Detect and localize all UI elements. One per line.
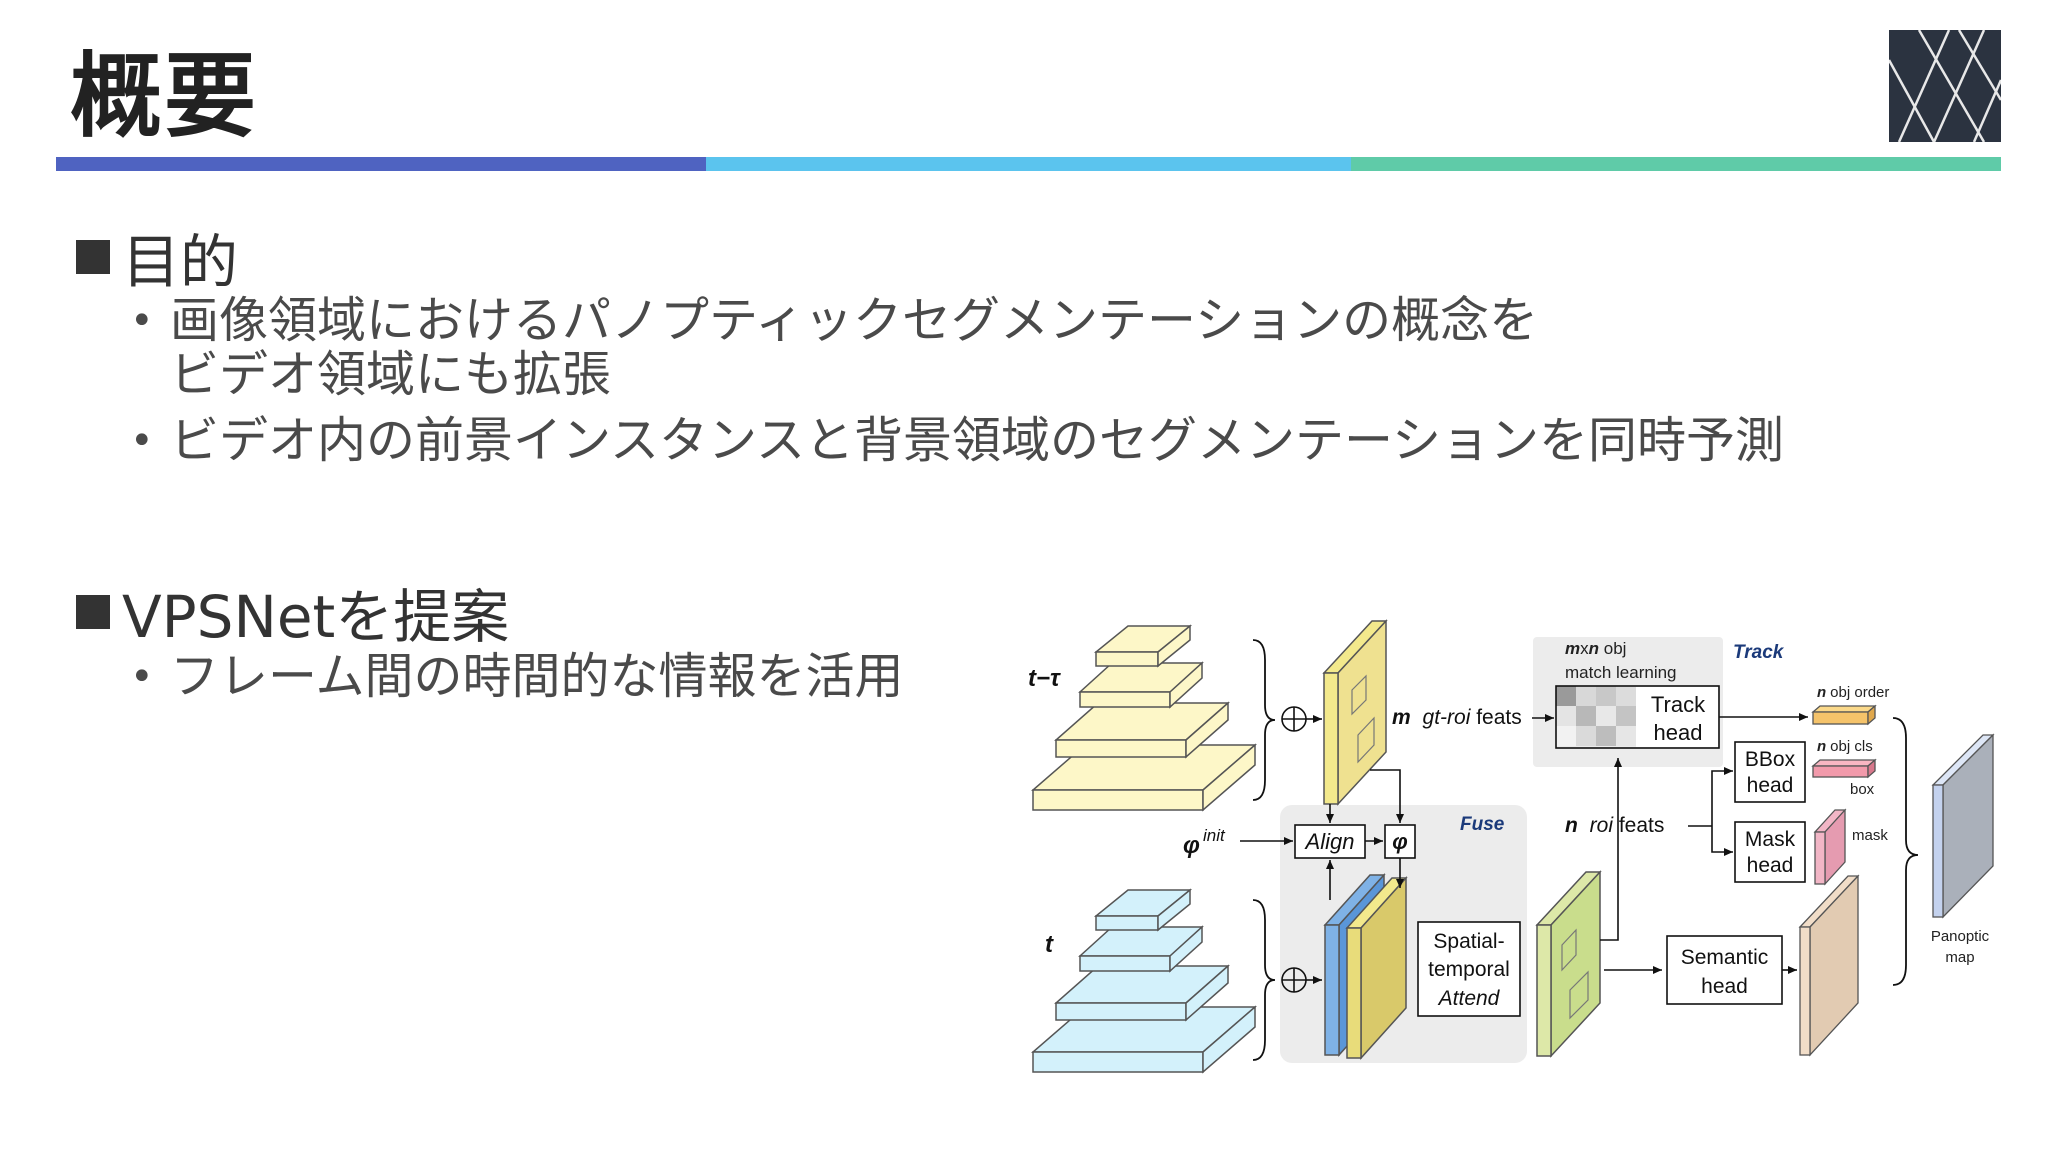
phi-label: φ	[1392, 829, 1407, 854]
bullet-text-line1: フレーム間の時間的な情報を活用	[170, 648, 904, 705]
section-heading-text: 目的	[122, 228, 239, 296]
svg-text:map: map	[1945, 949, 1974, 966]
svg-text:Spatial-: Spatial-	[1433, 930, 1504, 953]
mask-label: mask	[1852, 827, 1888, 844]
semantic-head-box	[1666, 935, 1783, 1005]
section-heading-text: VPSNetを提案	[122, 583, 510, 651]
bullet-dot-icon: •	[130, 418, 154, 464]
mask-head-box	[1734, 821, 1806, 883]
svg-text:BBox: BBox	[1745, 748, 1796, 771]
mxn-obj-label: mxn obj	[1565, 639, 1626, 658]
panoptic-map-output	[1931, 733, 1995, 919]
phi-init-superscript: init	[1203, 826, 1226, 845]
obj-order-bar	[1811, 704, 1877, 726]
fuse-label: Fuse	[1460, 814, 1505, 835]
track-head-label: Track	[1651, 692, 1706, 717]
bullet-text-line1: ビデオ内の前景インスタンスと背景領域のセグメンテーションを同時予測	[170, 412, 1785, 469]
svg-text:head: head	[1654, 720, 1703, 745]
panoptic-label: Panoptic	[1931, 928, 1990, 945]
label-t: t	[1045, 931, 1054, 958]
semantic-output	[1798, 874, 1860, 1057]
bullet-dot-icon: •	[130, 298, 154, 344]
obj-cls-bar	[1811, 758, 1877, 779]
feature-pyramid-t	[1030, 888, 1258, 1074]
bbox-head-box	[1734, 741, 1806, 803]
feature-map-output	[1535, 870, 1602, 1058]
vpsnet-architecture-diagram: t−τ t Align φ φ init Fuse	[1028, 619, 1995, 1074]
svg-text:Mask: Mask	[1745, 828, 1796, 851]
bullet-text-line2: ビデオ領域にも拡張	[170, 346, 612, 403]
accent-bar-blue	[56, 157, 706, 171]
svg-text:Semantic: Semantic	[1681, 946, 1769, 969]
label-t-minus-tau: t−τ	[1028, 665, 1061, 692]
brace-right	[1892, 717, 1919, 986]
track-label: Track	[1733, 642, 1785, 663]
accent-bar-green	[1351, 157, 2001, 171]
mask-output	[1813, 808, 1847, 886]
square-bullet-icon	[76, 595, 110, 629]
svg-text:head: head	[1747, 774, 1794, 797]
svg-text:temporal: temporal	[1428, 958, 1510, 981]
bullet-text-line1: 画像領域におけるパノプティックセグメンテーションの概念を	[170, 292, 1539, 349]
box-label: box	[1850, 781, 1875, 798]
accent-bar-cyan	[706, 157, 1351, 171]
phi-init-label: φ	[1183, 832, 1200, 859]
feature-map-fused	[1345, 876, 1408, 1060]
section-heading-proposal: VPSNetを提案	[76, 570, 509, 654]
svg-text:head: head	[1747, 854, 1794, 877]
match-matrix	[1556, 686, 1636, 746]
logo-icon	[1889, 30, 2001, 142]
square-bullet-icon	[76, 240, 110, 274]
m-gt-roi-feats-label: m gt-roi feats	[1392, 706, 1522, 729]
n-roi-feats-label: n roi feats	[1565, 814, 1664, 837]
bullet-dot-icon: •	[130, 654, 154, 700]
brace-top	[1252, 639, 1276, 801]
brace-bottom	[1252, 899, 1276, 1061]
section-heading-purpose: 目的	[76, 215, 238, 299]
phi-box	[1384, 824, 1416, 859]
feature-map-t-minus-tau	[1322, 619, 1388, 806]
match-learning-label: match learning	[1565, 663, 1677, 682]
svg-text:Attend: Attend	[1437, 987, 1501, 1010]
feature-pyramid-t-minus-tau	[1030, 624, 1258, 812]
align-box	[1294, 824, 1366, 859]
svg-text:head: head	[1701, 975, 1748, 998]
spatial-temporal-attend-box	[1417, 921, 1521, 1017]
align-label: Align	[1304, 829, 1355, 854]
slide-title: 概要	[70, 43, 259, 150]
